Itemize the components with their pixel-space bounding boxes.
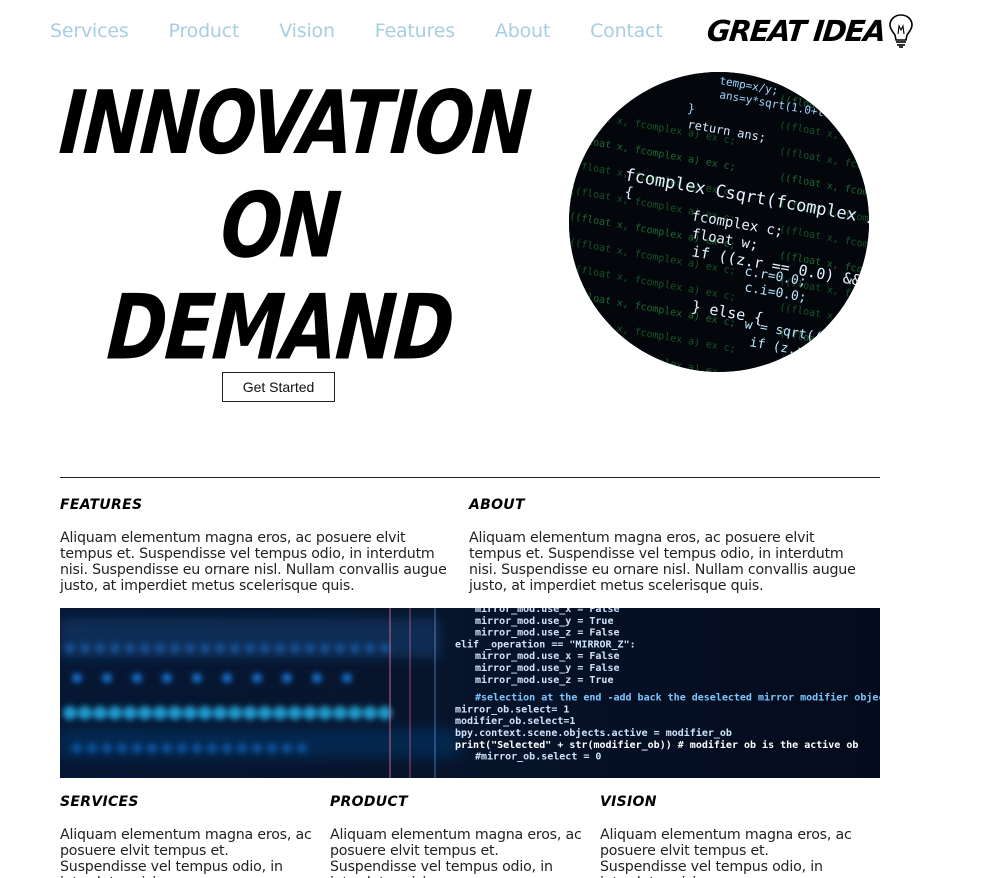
- banner-code-line: elif _operation == "MIRROR_Z":: [455, 638, 636, 650]
- banner-code-line: mirror_mod.use_y = True: [475, 615, 613, 627]
- bokeh-light: [252, 673, 262, 683]
- bokeh-light: [333, 706, 347, 720]
- bokeh-light: [72, 673, 82, 683]
- nav-link-features[interactable]: Features: [374, 20, 455, 42]
- bokeh-light: [222, 673, 232, 683]
- bokeh-light: [123, 706, 137, 720]
- banner-code-line: bpy.context.scene.objects.active = modif…: [455, 727, 732, 739]
- bokeh-light: [162, 673, 172, 683]
- bokeh-light: [138, 706, 152, 720]
- bokeh-light: [213, 706, 227, 720]
- lightbulb-icon: [888, 14, 913, 48]
- banner-code-line: mirror_mod.use_y = False: [475, 662, 620, 674]
- bokeh-light: [153, 706, 167, 720]
- code-screen-graphic: ((float x, fcomplex a) ex c;((float x, f…: [569, 72, 869, 372]
- hero-code-image: ((float x, fcomplex a) ex c;((float x, f…: [569, 72, 869, 372]
- vision-heading: VISION: [600, 794, 657, 810]
- bokeh-light: [63, 706, 77, 720]
- bokeh-light: [243, 706, 257, 720]
- banner-code-line: print("Selected" + str(modifier_ob)) # m…: [455, 739, 858, 751]
- bokeh-light: [108, 706, 122, 720]
- bokeh-light: [288, 706, 302, 720]
- banner-code-line: #selection at the end -add back the dese…: [475, 692, 880, 704]
- bokeh-light: [93, 706, 107, 720]
- bokeh-light: [342, 673, 352, 683]
- bokeh-light: [132, 673, 142, 683]
- banner-code-line: mirror_mod.use_x = False: [475, 650, 620, 662]
- code-banner-graphic: mirror_mod.use_x = Falsemirror_mod.use_y…: [60, 608, 880, 778]
- product-text: Aliquam elementum magna eros, ac posuere…: [330, 827, 582, 878]
- hero-title: INNOVATION ON DEMAND: [56, 72, 532, 380]
- bokeh-light: [303, 706, 317, 720]
- services-heading: SERVICES: [60, 794, 139, 810]
- code-line: {: [623, 184, 634, 201]
- nav-links: Services Product Vision Features About C…: [50, 20, 703, 42]
- bokeh-light: [378, 706, 392, 720]
- get-started-button[interactable]: Get Started: [222, 372, 335, 402]
- bokeh-light: [168, 706, 182, 720]
- services-text: Aliquam elementum magna eros, ac posuere…: [60, 827, 312, 878]
- bokeh-light: [312, 673, 322, 683]
- nav-link-vision[interactable]: Vision: [279, 20, 335, 42]
- banner-code-line: mirror_mod.use_z = True: [475, 674, 613, 686]
- bokeh-light: [228, 706, 242, 720]
- nav-link-contact[interactable]: Contact: [590, 20, 663, 42]
- code-line-faint: ((float x, fcomplex a) ex c;: [778, 354, 869, 372]
- bokeh-light: [282, 673, 292, 683]
- bokeh-light: [363, 706, 377, 720]
- nav-link-about[interactable]: About: [494, 20, 551, 42]
- features-heading: FEATURES: [60, 497, 143, 513]
- nav-link-services[interactable]: Services: [50, 20, 129, 42]
- product-heading: PRODUCT: [330, 794, 408, 810]
- bokeh-light: [78, 706, 92, 720]
- bokeh-light: [198, 706, 212, 720]
- banner-code-line: #mirror_ob.select = 0: [475, 751, 601, 763]
- banner-code-line: modifier_ob.select=1: [455, 715, 575, 727]
- section-divider: [60, 477, 880, 478]
- bokeh-light: [318, 706, 332, 720]
- top-nav: Services Product Vision Features About C…: [0, 0, 997, 66]
- bokeh-light: [348, 706, 362, 720]
- banner-code-line: mirror_mod.use_x = False: [475, 608, 620, 615]
- bokeh-light: [192, 673, 202, 683]
- nav-link-product[interactable]: Product: [168, 20, 240, 42]
- code-line: }: [686, 101, 696, 116]
- bokeh-light: [258, 706, 272, 720]
- logo-text: GREAT IDEA: [705, 14, 887, 48]
- about-text: Aliquam elementum magna eros, ac posuere…: [469, 530, 856, 594]
- banner-code-line: mirror_ob.select= 1: [455, 703, 569, 715]
- banner-code-line: mirror_mod.use_z = False: [475, 627, 620, 639]
- vision-text: Aliquam elementum magna eros, ac posuere…: [600, 827, 852, 878]
- logo[interactable]: GREAT IDEA: [705, 12, 915, 50]
- bokeh-light: [183, 706, 197, 720]
- bokeh-light: [273, 706, 287, 720]
- features-text: Aliquam elementum magna eros, ac posuere…: [60, 530, 447, 594]
- about-heading: ABOUT: [469, 497, 525, 513]
- bokeh-light: [102, 673, 112, 683]
